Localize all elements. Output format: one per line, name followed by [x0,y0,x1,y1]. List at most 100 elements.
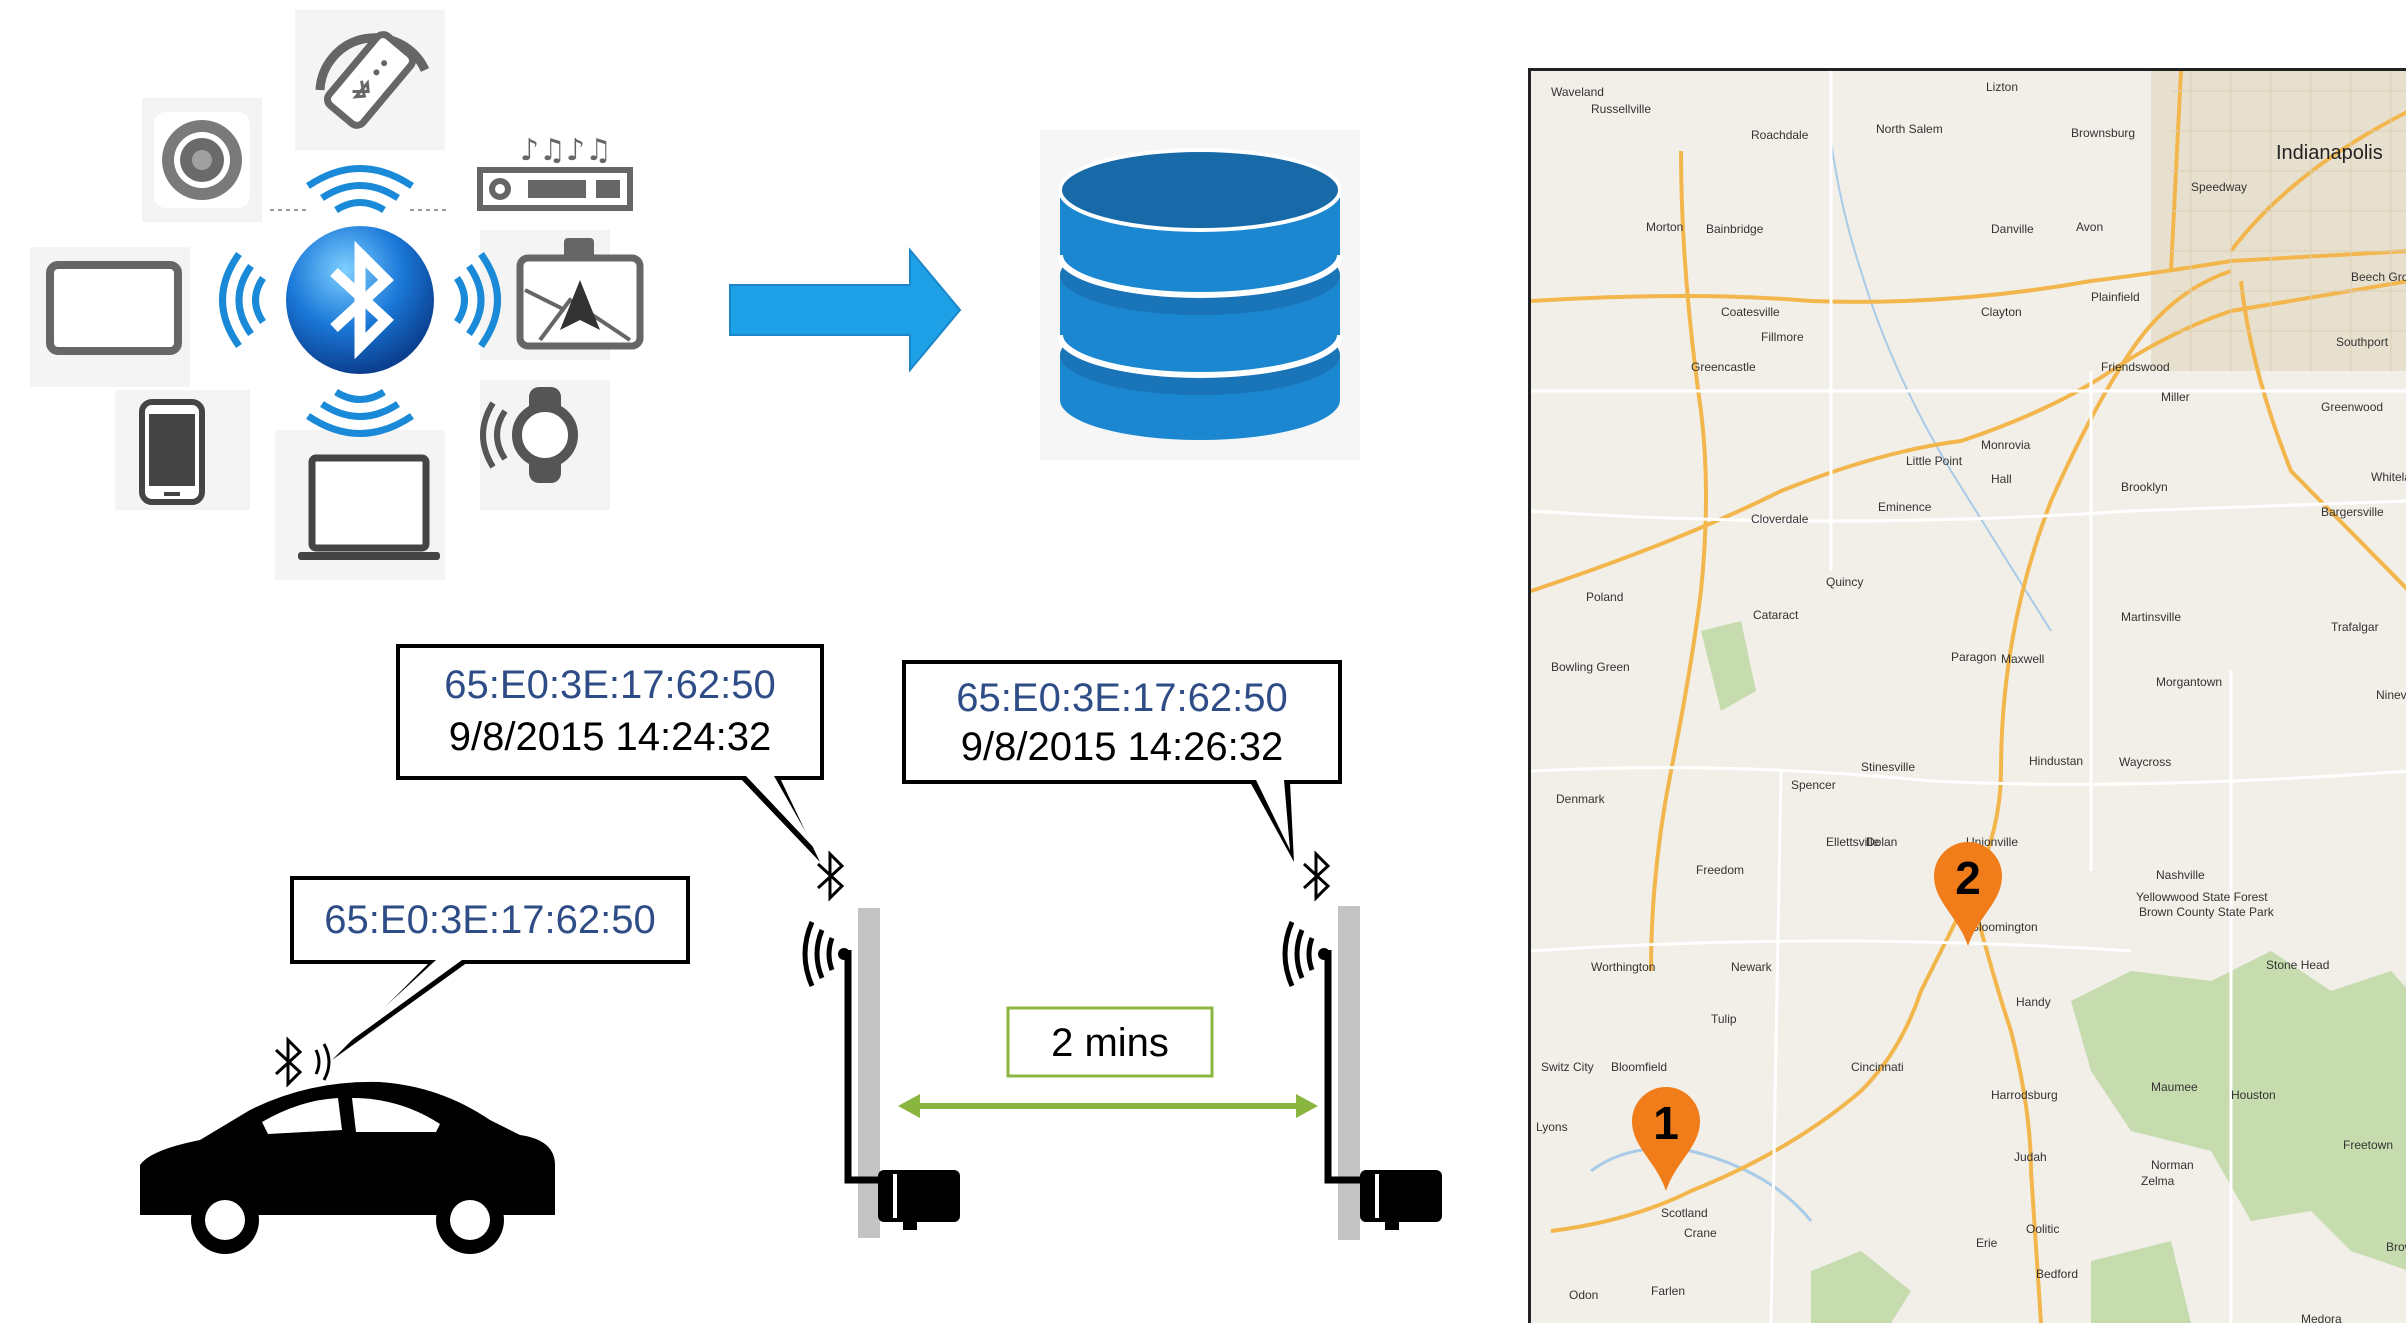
car-callout: 65:E0:3E:17:62:50 [290,876,690,1060]
map-place-label: Zelma [2141,1174,2175,1188]
data-flow-arrow [729,247,962,373]
map-place-label: Brooklyn [2121,480,2168,494]
map-place-label: Coatesville [1721,305,1780,319]
map-marker-2[interactable]: 2 [1934,842,2002,946]
map-place-label: Martinsville [2121,610,2181,624]
map-place-label: Switz City [1541,1060,1594,1074]
map-place-label: Greencastle [1691,360,1756,374]
map-place-label: Newark [1731,960,1773,974]
map-place-label: Dolan [1866,835,1897,849]
map-place-label: Hall [1991,472,2012,486]
map-place-label: North Salem [1876,122,1943,136]
key-fob-icon [315,31,430,129]
map-place-label: Poland [1586,590,1623,604]
map-place-label: Russellville [1591,102,1651,116]
map-place-label: Brownsburg [2071,126,2135,140]
map-place-label: Friendswood [2101,360,2170,374]
marker-1-label: 1 [1653,1097,1679,1149]
map-place-label: Erie [1976,1236,1998,1250]
map-place-label: Little Point [1906,454,1963,468]
map-place-label: Speedway [2191,180,2247,194]
bluetooth-reader-1 [802,850,960,1238]
map-place-label: Waycross [2119,755,2171,769]
map-place-label: Norman [2151,1158,2194,1172]
database-icon [1040,130,1360,460]
map-place-label: Eminence [1878,500,1932,514]
travel-time-text: 2 mins [1051,1021,1169,1065]
map-place-label: Bloomfield [1611,1060,1667,1074]
map-place-label: Spencer [1791,778,1836,792]
reader1-bluetooth-icon [816,850,845,902]
reader1-mac-address: 65:E0:3E:17:62:50 [444,663,775,707]
map-place-label: Monrovia [1981,438,2031,452]
map-place-label: Bloomington [1971,920,2038,934]
map-place-label: Scotland [1661,1206,1708,1220]
map-place-label: Plainfield [2091,290,2140,304]
map-place-label: Trafalgar [2331,620,2379,634]
map-place-label: Nineveh [2376,688,2406,702]
speaker-icon [154,112,250,208]
map-place-label: Quincy [1826,575,1863,589]
map-place-label: Denmark [1556,792,1606,806]
map-place-label: Bargersville [2321,505,2384,519]
map-place-label: Hindustan [2029,754,2083,768]
reader2-timestamp: 9/8/2015 14:26:32 [961,725,1284,769]
map-place-label: Southport [2336,335,2389,349]
tablet-icon [46,261,182,355]
map-place-label: Morgantown [2156,675,2222,689]
map-place-label: Cloverdale [1751,512,1809,526]
map-place-label: Stinesville [1861,760,1915,774]
map-place-label: Clayton [1981,305,2022,319]
map-place-label: Beech Grove [2351,270,2406,284]
map-place-label: Greenwood [2321,400,2383,414]
map-place-label: Roachdale [1751,128,1809,142]
svg-text:♪♫♪♫: ♪♫♪♫ [520,133,612,168]
map-marker-1[interactable]: 1 [1632,1087,1700,1191]
map-place-label: Farlen [1651,1284,1685,1298]
map-place-label: Miller [2161,390,2190,404]
map-place-label: Lyons [1536,1120,1568,1134]
map-place-label: Yellowwood State Forest [2136,890,2268,904]
map-place-label: Medora [2301,1312,2342,1323]
map-place-label: Danville [1991,222,2034,236]
distance-arrow [898,1094,1318,1118]
map-place-label: Harrodsburg [1991,1088,2058,1102]
map-place-label: Nashville [2156,868,2205,882]
map-place-label: Maumee [2151,1080,2198,1094]
map-place-label: Brown County State Park [2139,905,2275,919]
car-icon [140,1081,555,1254]
map-place-label: Freetown [2343,1138,2393,1152]
map-place-label: Whiteland [2371,470,2406,484]
travel-time-scenario: 65:E0:3E:17:62:50 65:E0:3E:17:62:50 9/8/… [140,644,1442,1254]
map-place-label: Judah [2014,1150,2047,1164]
map-place-label: Cincinnati [1851,1060,1904,1074]
bluetooth-icon [286,226,434,374]
map-place-label: Oolitic [2026,1222,2059,1236]
map-place-label: Bowling Green [1551,660,1630,674]
car-stereo-icon: ♪♫♪♫ [477,133,633,211]
reader2-mac-address: 65:E0:3E:17:62:50 [956,676,1287,720]
reader2-callout: 65:E0:3E:17:62:50 9/8/2015 14:26:32 [902,660,1342,862]
gps-navigator-icon [516,238,644,350]
reader2-bluetooth-icon [1302,850,1331,902]
map-place-label: Lizton [1986,80,2018,94]
marker-2-label: 2 [1955,852,1981,904]
map-place-label: Morton [1646,220,1683,234]
map-place-label: Bainbridge [1706,222,1764,236]
smartphone-icon [139,399,205,505]
signal-waves-icon [219,165,501,437]
reader1-callout: 65:E0:3E:17:62:50 9/8/2015 14:24:32 [396,644,824,862]
map-place-label: Bedford [2036,1267,2078,1281]
travel-time-label: 2 mins [1006,1006,1214,1078]
map-place-label: Odon [1569,1288,1598,1302]
map-place-label: Indianapolis [2276,142,2383,164]
reader1-timestamp: 9/8/2015 14:24:32 [449,715,772,759]
map-place-label: Tulip [1711,1012,1737,1026]
map-place-label: Cataract [1753,608,1799,622]
map-place-label: Handy [2016,995,2051,1009]
car-mac-address: 65:E0:3E:17:62:50 [324,898,655,942]
map-place-label: Maxwell [2001,652,2044,666]
map-place-label: Fillmore [1761,330,1804,344]
map-place-label: Paragon [1951,650,1996,664]
